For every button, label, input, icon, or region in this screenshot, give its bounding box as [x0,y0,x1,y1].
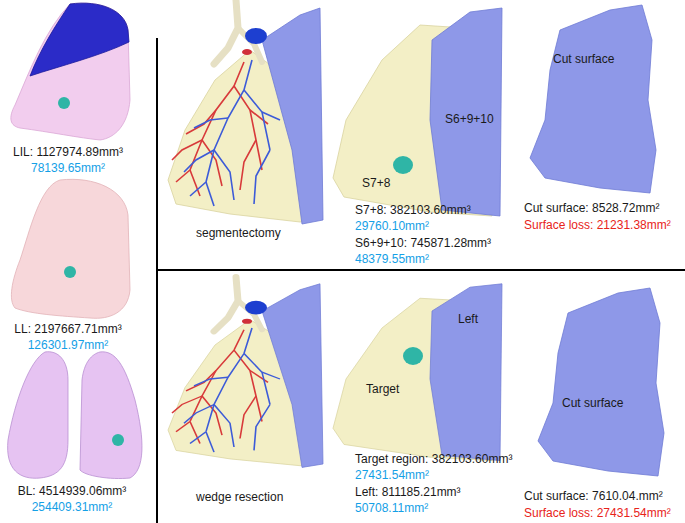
label: 126301.97mm² [28,338,109,353]
label: S7+8: 382103.60mm³ [355,203,471,218]
lung-bl [8,352,142,479]
label: S7+8 [362,176,390,191]
label: S6+9+10 [445,112,494,127]
label: segmentectomy [196,226,281,241]
label: Target region: 382103.60mm³ [355,452,512,467]
lung-ll [11,179,130,318]
label: LL: 2197667.71mm³ [14,322,121,337]
label: BL: 4514939.06mm³ [18,484,127,499]
label: Surface loss: 27431.54mm² [524,506,671,521]
label: S6+9+10: 745871.28mm³ [355,236,491,251]
separator [156,38,158,523]
lung-lil [11,3,130,140]
label: LIL: 1127974.89mm³ [13,145,123,160]
label: Cut surface: 8528.72mm² [524,201,659,216]
label: 78139.65mm² [31,161,105,176]
separator [157,269,685,271]
label: 48379.55mm² [355,252,429,267]
label: 27431.54mm² [355,468,429,483]
label: Cut surface [553,52,614,67]
nodule [403,347,423,365]
label: Target [366,382,399,397]
label: 29760.10mm² [355,219,429,234]
label: Left: 811185.21mm³ [355,485,461,500]
label: Surface loss: 21231.38mm² [524,218,671,233]
label: Cut surface [562,396,623,411]
label: wedge resection [196,490,283,505]
label: 50708.11mm² [355,501,428,516]
label: 254409.31mm² [32,500,113,515]
nodule [393,156,413,174]
label: Cut surface: 7610.04.mm² [524,489,663,504]
label: Left [458,312,478,327]
